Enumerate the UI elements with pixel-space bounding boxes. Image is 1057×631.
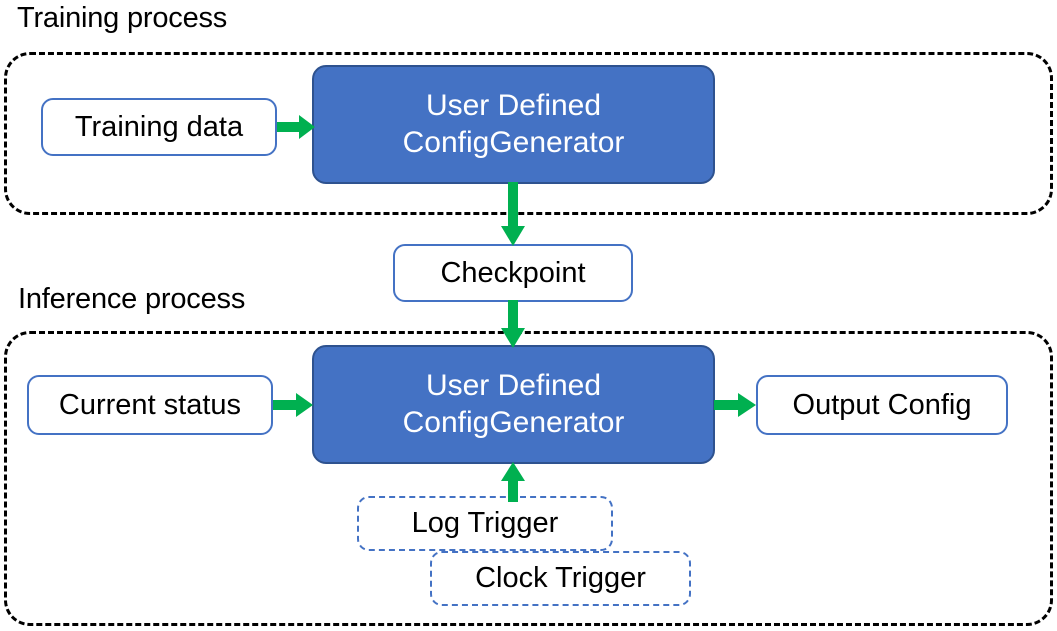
inference-process-group	[4, 331, 1053, 626]
arrow-current-status-to-generator	[273, 390, 315, 420]
inference-user-defined-configgenerator-box[interactable]: User Defined ConfigGenerator	[312, 345, 715, 464]
arrow-checkpoint-to-infer-generator	[498, 300, 528, 350]
inference-generator-line1: User Defined	[425, 368, 602, 402]
training-generator-line1: User Defined	[425, 88, 602, 122]
training-process-group	[4, 52, 1053, 215]
training-user-defined-configgenerator-box[interactable]: User Defined ConfigGenerator	[312, 65, 715, 184]
training-data-box[interactable]: Training data	[41, 98, 277, 156]
clock-trigger-box[interactable]: Clock Trigger	[430, 551, 691, 606]
arrow-training-data-to-generator	[277, 112, 317, 142]
training-generator-line2: ConfigGenerator	[402, 125, 625, 159]
inference-process-title: Inference process	[18, 283, 246, 315]
inference-generator-line2: ConfigGenerator	[402, 405, 625, 439]
arrow-log-trigger-to-generator	[498, 462, 528, 502]
current-status-box[interactable]: Current status	[27, 375, 273, 435]
training-process-title: Training process	[17, 2, 228, 34]
arrow-train-generator-to-checkpoint	[498, 182, 528, 248]
arrow-generator-to-output-config	[714, 390, 758, 420]
output-config-box[interactable]: Output Config	[756, 375, 1008, 435]
log-trigger-box[interactable]: Log Trigger	[357, 496, 613, 551]
checkpoint-box[interactable]: Checkpoint	[393, 244, 633, 302]
